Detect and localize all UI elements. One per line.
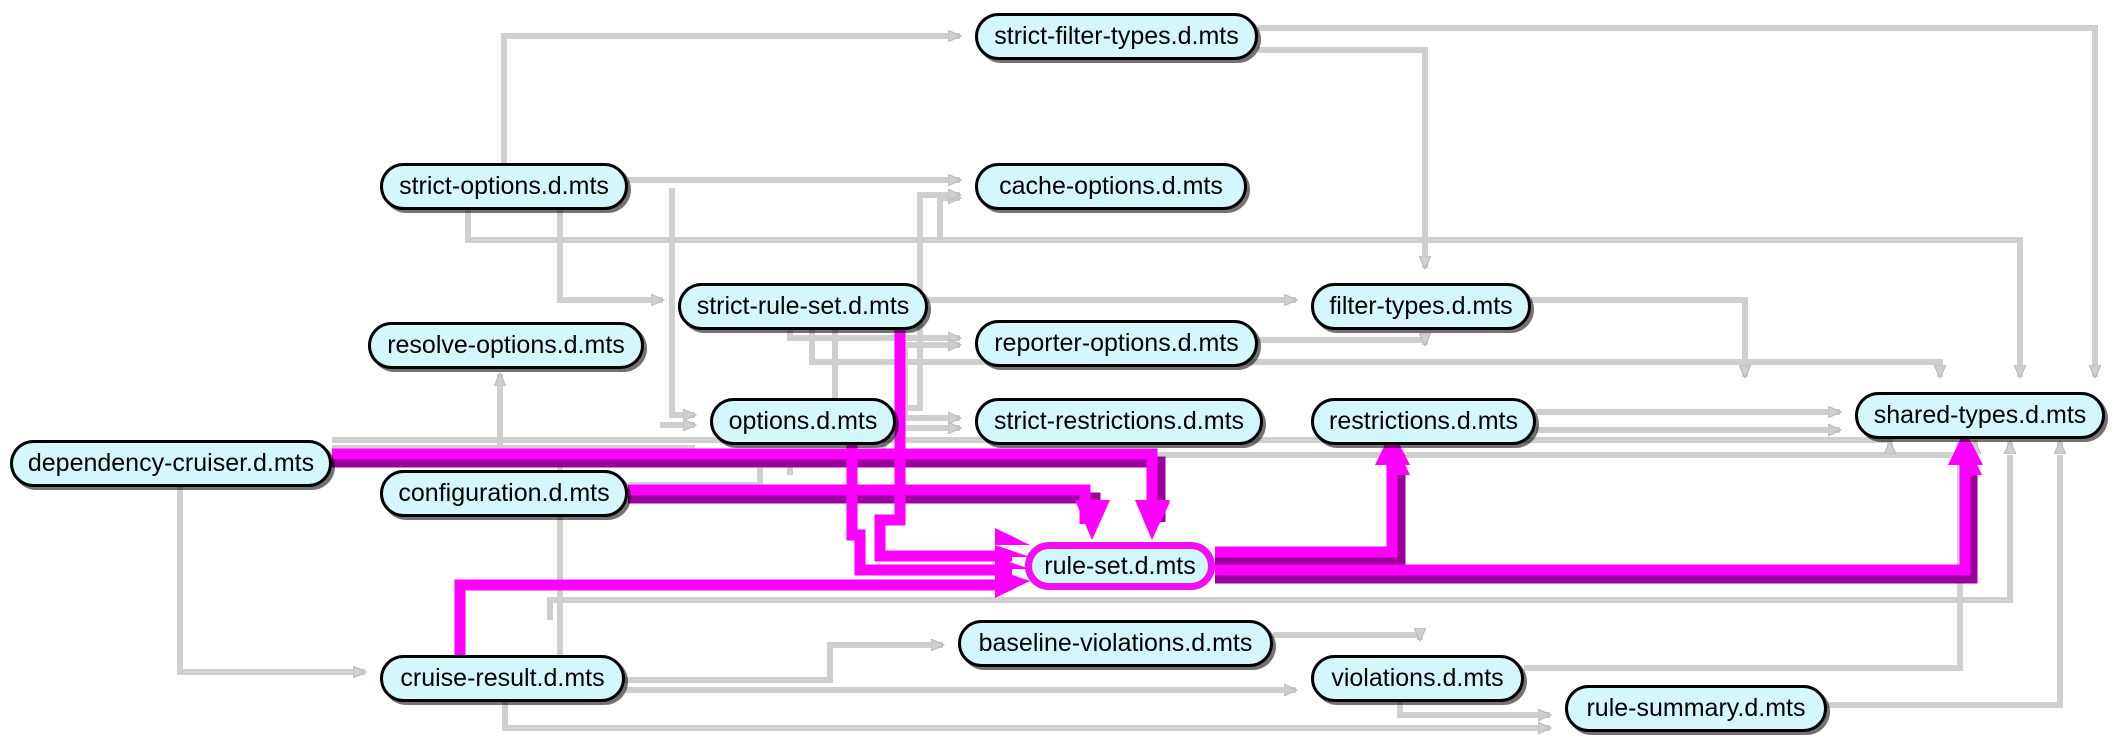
edge-cruise-result-to-rule-summary — [502, 702, 1550, 728]
edge-strict-options-to-shared-types — [468, 237, 2020, 377]
edge-strict-options-to-options — [669, 188, 695, 415]
arrowhead-into-rule-set-left-fan — [995, 528, 1030, 598]
arrowhead-into-rule-set-top-a — [1075, 500, 1110, 540]
edge-cruise-result-to-baseline-violations — [625, 645, 943, 683]
graph-node-label: strict-restrictions.d.mts — [993, 407, 1245, 435]
graph-node-strict-filter-types[interactable]: strict-filter-types.d.mts — [975, 13, 1258, 60]
graph-node-baseline-violations[interactable]: baseline-violations.d.mts — [958, 620, 1273, 667]
edge-filter-types-to-shared-types — [1531, 297, 1745, 377]
graph-node-label: baseline-violations.d.mts — [978, 629, 1253, 657]
arrowhead-into-shared-types — [1948, 430, 1983, 465]
edge-strict-rule-set-to-shared-types — [809, 330, 1940, 377]
edge-strict-options-to-strict-rule-set — [557, 210, 663, 300]
edge-strict-options-to-strict-filter-types — [501, 36, 960, 163]
graph-node-label: rule-summary.d.mts — [1586, 694, 1806, 722]
arrowhead-into-restrictions — [1375, 430, 1410, 465]
graph-node-cruise-result[interactable]: cruise-result.d.mts — [380, 655, 625, 702]
edge-violations-to-shared-types — [1524, 455, 1963, 671]
graph-node-cache-options[interactable]: cache-options.d.mts — [975, 163, 1247, 210]
graph-node-label: strict-filter-types.d.mts — [994, 22, 1239, 50]
graph-node-violations[interactable]: violations.d.mts — [1311, 655, 1524, 702]
graph-node-label: cache-options.d.mts — [999, 172, 1223, 200]
edge-violations-to-rule-summary — [1397, 702, 1550, 715]
graph-node-strict-restrictions[interactable]: strict-restrictions.d.mts — [975, 398, 1263, 445]
graph-node-shared-types[interactable]: shared-types.d.mts — [1855, 392, 2105, 439]
graph-node-label: shared-types.d.mts — [1873, 401, 2087, 429]
edge-dependency-cruiser-to-resolve-options — [332, 374, 500, 459]
graph-node-label: options.d.mts — [728, 407, 878, 435]
edge-cruise-result-to-shared-types — [547, 455, 2013, 620]
graph-node-label: cruise-result.d.mts — [400, 664, 605, 692]
edge-rule-set-to-shared-types — [1215, 454, 1982, 584]
graph-node-label: reporter-options.d.mts — [994, 329, 1239, 357]
edge-rule-set-to-shared-types-bright — [1215, 452, 1971, 576]
graph-node-label: dependency-cruiser.d.mts — [27, 449, 315, 477]
graph-node-label: restrictions.d.mts — [1329, 407, 1518, 435]
edge-rule-summary-to-shared-types — [1827, 455, 2063, 708]
edge-cruise-result-to-rule-set — [454, 579, 1012, 655]
graph-node-resolve-options[interactable]: resolve-options.d.mts — [368, 322, 644, 369]
edge-options-to-rule-set — [846, 445, 1012, 576]
edge-rule-set-to-restrictions — [1215, 454, 1410, 566]
edge-baseline-violations-to-violations — [1273, 635, 1420, 640]
graph-node-label: configuration.d.mts — [398, 479, 610, 507]
edge-options-to-reporter-options — [896, 345, 960, 421]
graph-node-strict-options[interactable]: strict-options.d.mts — [380, 163, 628, 210]
graph-node-rule-set[interactable]: rule-set.d.mts — [1025, 542, 1215, 590]
edge-dependency-cruiser-to-cruise-result — [177, 464, 365, 672]
graph-node-filter-types[interactable]: filter-types.d.mts — [1311, 283, 1531, 330]
graph-node-options[interactable]: options.d.mts — [710, 398, 896, 445]
edge-reporter-options-to-filter-types — [1258, 340, 1425, 345]
arrowhead-into-rule-set-top-b — [1135, 500, 1170, 540]
graph-node-reporter-options[interactable]: reporter-options.d.mts — [975, 320, 1258, 367]
graph-node-label: rule-set.d.mts — [1044, 551, 1196, 580]
edge-rule-set-to-restrictions-bright — [1215, 452, 1398, 558]
graph-node-label: strict-rule-set.d.mts — [696, 292, 910, 320]
edge-strict-filter-types-to-filter-types — [1258, 47, 1425, 268]
graph-node-strict-rule-set[interactable]: strict-rule-set.d.mts — [678, 283, 928, 330]
graph-node-dependency-cruiser[interactable]: dependency-cruiser.d.mts — [10, 440, 332, 487]
graph-node-rule-summary[interactable]: rule-summary.d.mts — [1565, 685, 1827, 732]
graph-node-restrictions[interactable]: restrictions.d.mts — [1311, 398, 1536, 445]
edge-strict-filter-types-to-shared-types — [1258, 25, 2095, 377]
graph-node-label: filter-types.d.mts — [1329, 292, 1513, 320]
graph-node-label: resolve-options.d.mts — [387, 331, 625, 359]
graph-node-label: violations.d.mts — [1331, 664, 1504, 692]
highlight-arrowhead-group — [995, 430, 1983, 598]
edge-configuration-to-rule-set-dark — [628, 492, 1105, 523]
graph-node-configuration[interactable]: configuration.d.mts — [380, 470, 628, 517]
edge-strict-rule-set-to-reporter-options — [787, 330, 960, 338]
graph-node-label: strict-options.d.mts — [399, 172, 609, 200]
